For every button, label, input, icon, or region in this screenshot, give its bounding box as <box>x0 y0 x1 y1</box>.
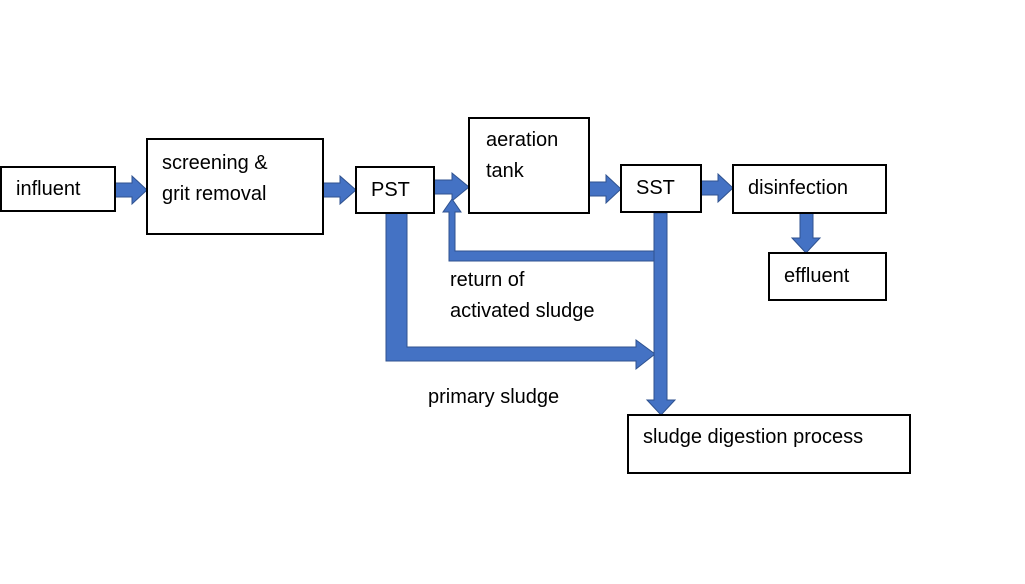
aeration-tank-box: aeration tank <box>468 117 590 214</box>
effluent-box: effluent <box>768 252 887 301</box>
arrow-sst-to-digestion <box>645 212 677 416</box>
arrow-influent-to-screening <box>114 174 148 206</box>
arrow-aeration-to-sst <box>588 173 622 205</box>
screening-grit-removal-box: screening & grit removal <box>146 138 324 235</box>
sludge-digestion-box: sludge digestion process <box>627 414 911 474</box>
arrow-primary-sludge <box>385 212 656 371</box>
pst-box: PST <box>355 166 435 214</box>
disinfection-box: disinfection <box>732 164 887 214</box>
primary-sludge-label: primary sludge <box>428 386 560 408</box>
arrow-sst-to-disinfection <box>700 172 734 204</box>
sst-box: SST <box>620 164 702 213</box>
arrow-disinfection-to-effluent <box>790 212 822 254</box>
return-activated-sludge-label: return of activated sludge <box>450 269 595 322</box>
arrow-pst-to-aeration <box>433 171 470 203</box>
arrow-screening-to-pst <box>322 174 357 206</box>
influent-box: influent <box>0 166 116 212</box>
arrow-return-activated-sludge <box>442 198 657 262</box>
